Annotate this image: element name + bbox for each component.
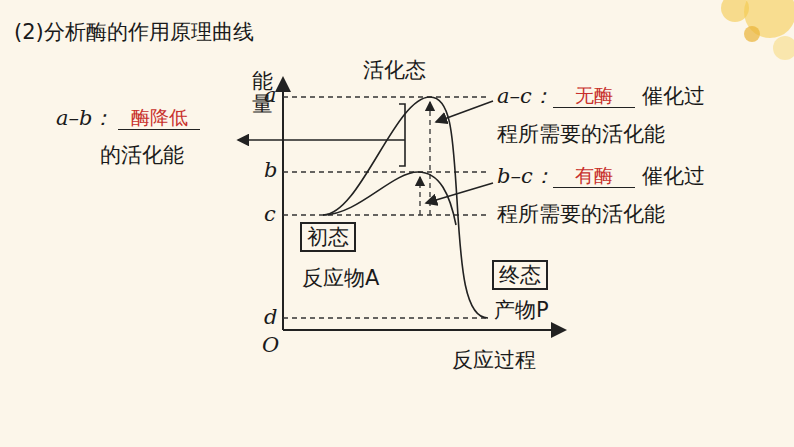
axis-label: 反应过程: [452, 348, 536, 373]
tick-label: b: [264, 158, 277, 183]
tick-label: d: [264, 305, 277, 330]
note-text: 的活化能: [100, 143, 184, 168]
origin-label: O: [262, 333, 279, 358]
range-label: a–c：: [497, 84, 553, 109]
slide-title: (2)分析酶的作用原理曲线: [14, 20, 254, 45]
flower-decoration: [721, 0, 794, 60]
reactant-label: 反应物A: [302, 266, 379, 291]
box-text: 初态: [307, 225, 349, 249]
state-box: 终态: [492, 260, 548, 290]
answer-blank: 无酶: [553, 84, 635, 108]
tick-label: c: [264, 202, 276, 227]
range-label: a–b：: [56, 106, 113, 131]
note-text: 程所需要的活化能: [497, 202, 665, 227]
box-text: 终态: [499, 263, 541, 287]
product-label: 产物P: [494, 298, 549, 323]
answer-blank: 有酶: [553, 164, 635, 188]
state-box: 初态: [300, 222, 356, 252]
range-label: b–c：: [497, 164, 554, 189]
note-text: 催化过: [642, 164, 705, 189]
answer-blank: 酶降低: [118, 106, 200, 130]
note-text: 催化过: [642, 84, 705, 109]
state-label: 活化态: [363, 58, 426, 83]
note-text: 程所需要的活化能: [497, 122, 665, 147]
tick-label: a: [264, 83, 277, 108]
